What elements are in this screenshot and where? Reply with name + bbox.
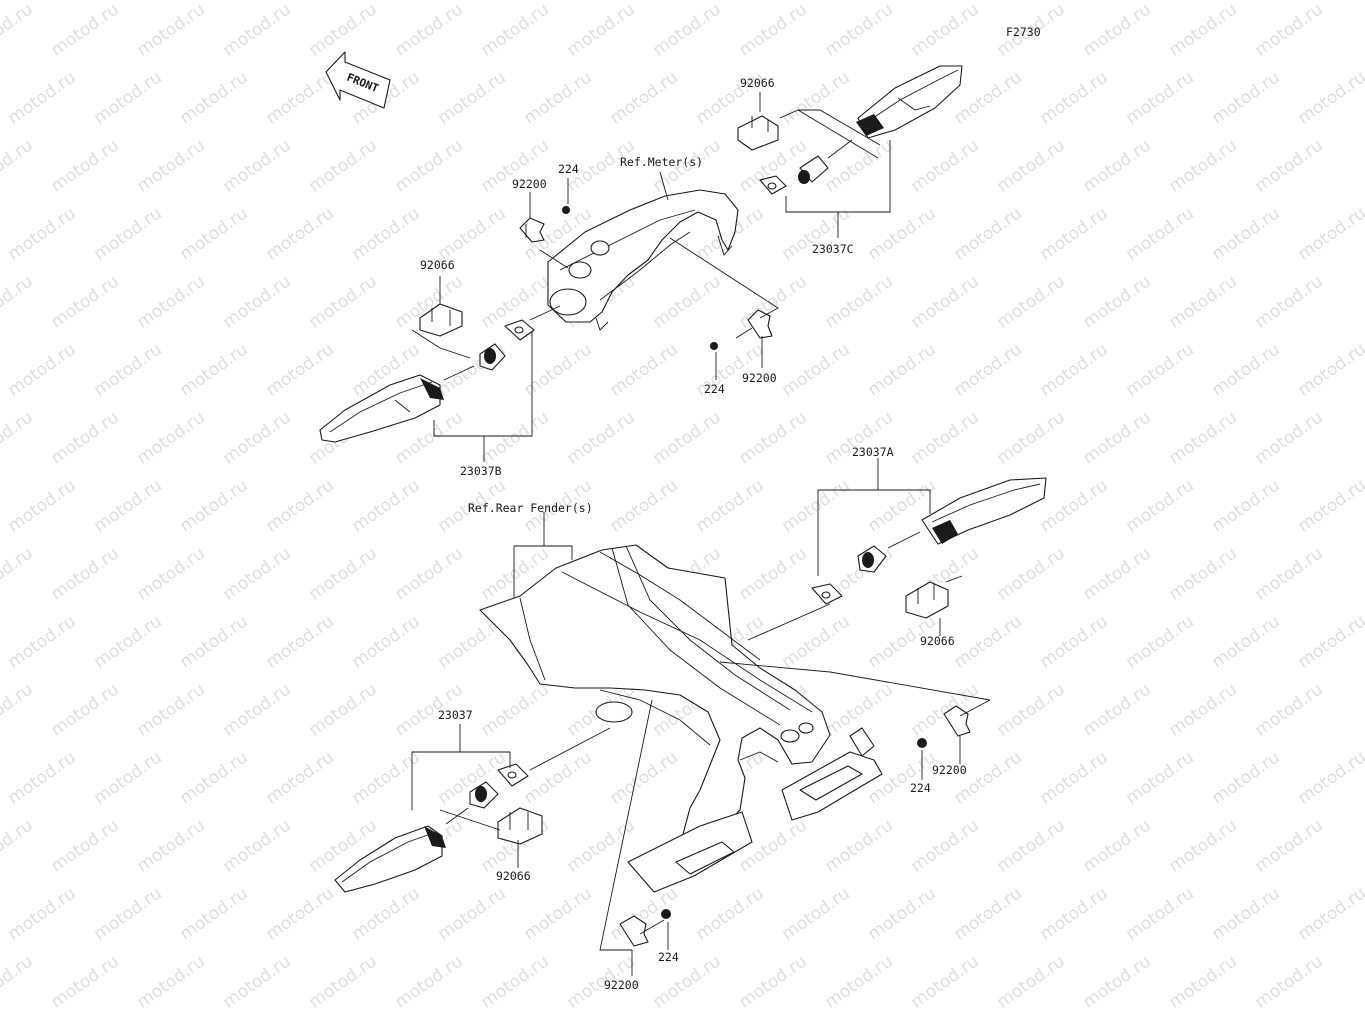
turn-signal-23037c (737, 65, 963, 195)
upper-leader-lines (411, 92, 891, 462)
part-number-92200-upper-left: 92200 (512, 177, 547, 191)
part-number-92200-lower-left: 92200 (604, 978, 639, 992)
ref-rear-fender-label: Ref.Rear Fender(s) (468, 501, 593, 515)
part-number-224-lower-left: 224 (658, 950, 679, 964)
turn-signal-23037b (319, 303, 535, 443)
part-number-92066-upper-left: 92066 (420, 258, 455, 272)
part-number-224-upper-left: 224 (558, 162, 579, 176)
part-number-224-upper-right: 224 (704, 382, 725, 396)
front-arrow: FRONT (325, 51, 391, 109)
figure-code: F2730 (1006, 25, 1041, 39)
part-number-92066-upper-right: 92066 (740, 76, 775, 90)
part-number-23037a: 23037A (852, 445, 894, 459)
ref-meter-label: Ref.Meter(s) (620, 155, 704, 169)
rear-fender (479, 544, 883, 893)
lower-leader-lines (411, 458, 991, 976)
part-number-224-lower-right: 224 (910, 781, 931, 795)
part-number-92200-upper-right: 92200 (742, 371, 777, 385)
part-number-92066-lower-right: 92066 (920, 634, 955, 648)
turn-signal-23037a (811, 477, 1047, 619)
lower-clips-screws (619, 705, 971, 947)
part-number-23037c: 23037C (812, 242, 854, 256)
part-number-92066-lower-left: 92066 (496, 869, 531, 883)
part-number-23037b: 23037B (460, 464, 502, 478)
part-number-23037: 23037 (438, 708, 473, 722)
upper-clips-screws (519, 206, 773, 350)
meter-bracket (547, 189, 739, 331)
part-number-92200-lower-right: 92200 (932, 763, 967, 777)
